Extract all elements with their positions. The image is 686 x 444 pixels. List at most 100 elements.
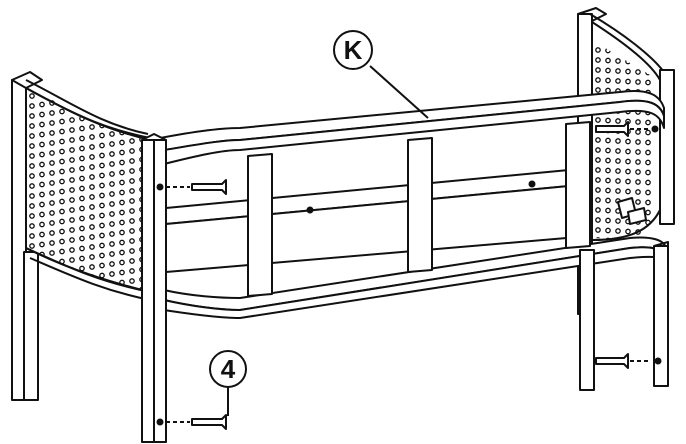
perforation-hole: [635, 199, 641, 205]
perforation-hole: [49, 140, 55, 146]
perforation-hole: [29, 143, 35, 149]
screw-hole-lower-right: [654, 357, 662, 365]
perforation-hole: [635, 189, 641, 195]
perforation-hole: [39, 221, 45, 228]
perforation-hole: [99, 222, 105, 229]
perforation-hole: [39, 161, 45, 168]
perforation-hole: [39, 111, 45, 118]
perforation-hole: [109, 251, 115, 257]
perforation-hole: [595, 87, 601, 93]
perforation-hole: [59, 208, 65, 215]
perforation-hole: [99, 252, 105, 259]
perforation-hole: [635, 79, 641, 85]
left-side-panel: [11, 71, 151, 401]
perforation-hole: [100, 303, 104, 307]
perforation-hole: [49, 220, 55, 226]
perforation-hole: [129, 278, 135, 284]
perforation-hole: [635, 149, 641, 155]
perforation-hole: [110, 312, 114, 316]
perforation-hole: [79, 125, 85, 132]
callout-4-circle: [209, 350, 247, 388]
perforation-hole: [625, 168, 631, 175]
perforation-hole: [120, 300, 124, 304]
perforation-hole: [109, 241, 115, 247]
perforation-hole: [119, 229, 125, 236]
screws: [156, 121, 662, 430]
perforation-hole: [89, 154, 95, 160]
top-rail: [149, 90, 665, 165]
perforation-hole: [646, 270, 650, 274]
perforation-hole: [645, 209, 651, 216]
perforation-hole: [615, 228, 621, 234]
perforation-hole: [89, 234, 95, 240]
perforation-hole: [89, 224, 95, 230]
perforation-hole: [99, 162, 105, 169]
perforation-hole: [59, 148, 65, 155]
perforation-hole: [625, 78, 631, 85]
perforation-hole: [80, 296, 84, 300]
perforation-hole: [69, 197, 75, 203]
left-panel-holes: [29, 93, 145, 323]
perforation-hole: [130, 319, 134, 323]
perforation-hole: [70, 298, 74, 302]
screw-lower-right: [595, 353, 629, 369]
perforation-hole: [626, 259, 630, 263]
perforation-hole: [605, 77, 611, 84]
perforation-hole: [49, 150, 55, 156]
perforation-hole: [99, 242, 105, 249]
perforation-hole: [595, 77, 601, 83]
perforation-hole: [49, 110, 55, 116]
perforation-hole: [615, 138, 621, 144]
perforation-hole: [49, 230, 55, 236]
perforation-hole: [29, 133, 35, 139]
perforation-hole: [39, 201, 45, 208]
perforation-hole: [595, 167, 601, 173]
perforation-hole: [99, 192, 105, 199]
perforation-hole: [59, 228, 65, 235]
perforation-hole: [605, 67, 611, 74]
perforation-hole: [636, 260, 640, 264]
perforation-hole: [615, 148, 621, 154]
perforation-hole: [79, 145, 85, 152]
perforation-hole: [99, 152, 105, 159]
perforation-hole: [645, 189, 651, 196]
front-left-post: [141, 139, 155, 443]
front-right-leg: [579, 249, 595, 391]
perforation-hole: [645, 139, 651, 146]
perforation-hole: [49, 120, 55, 126]
perforation-hole: [635, 69, 641, 75]
perforation-hole: [109, 201, 115, 207]
perforation-hole: [129, 248, 135, 254]
perforation-hole: [69, 227, 75, 233]
perforation-hole: [645, 199, 651, 206]
screw-lower-left: [191, 414, 227, 430]
perforation-hole: [79, 205, 85, 212]
perforation-hole: [39, 291, 45, 292]
perforation-hole: [49, 280, 55, 286]
perforation-hole: [645, 159, 651, 166]
perforation-hole: [39, 121, 45, 128]
perforation-hole: [29, 243, 35, 249]
perforation-hole: [49, 160, 55, 166]
callout-part-k: [333, 30, 429, 119]
perforation-hole: [595, 197, 601, 203]
perforation-hole: [59, 248, 65, 255]
vertical-slats: [247, 121, 591, 297]
perforation-hole: [49, 240, 55, 246]
perforation-hole: [79, 265, 85, 272]
perforation-hole: [595, 177, 601, 183]
perforation-hole: [129, 258, 135, 264]
perforation-hole: [605, 117, 611, 124]
perforation-hole: [645, 179, 651, 186]
perforation-hole: [60, 299, 64, 303]
slat-center: [407, 137, 433, 273]
perforation-hole: [89, 144, 95, 150]
perforation-hole: [109, 181, 115, 187]
perforation-hole: [49, 130, 55, 136]
perforation-hole: [79, 175, 85, 182]
inner-board-hole-right: [528, 180, 536, 188]
perforation-hole: [625, 68, 631, 75]
perforation-hole: [595, 237, 601, 240]
perforation-hole: [89, 284, 95, 290]
